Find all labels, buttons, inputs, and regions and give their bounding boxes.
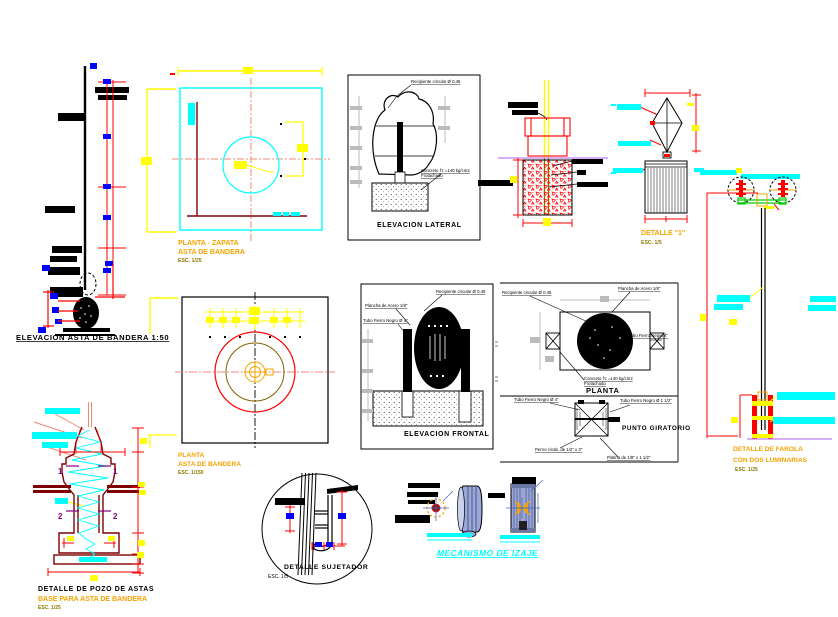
flag-elevation-title: ELEVACION ASTA DE BANDERA 1:50 (16, 333, 169, 342)
pozo-subtitle: BASE PARA ASTA DE BANDERA (38, 596, 147, 603)
punto-label-tubo4: Tubo Fierro Negro Ø 4" (514, 397, 559, 402)
panel-pozo-detail: 1 1 2 2 DETALLE DE POZO DE AST (32, 402, 177, 611)
farola-scale: ESC. 1/25 (735, 467, 758, 473)
flag-pole-drawing (38, 63, 178, 336)
recplan-label-plancha: Plancha de Acero 1/8" (618, 286, 661, 291)
receptacle-side-view (350, 84, 450, 212)
lamp-post (760, 208, 766, 430)
pulley-axle (423, 490, 454, 521)
farola-subtitle: CON DOS LUMINARIAS (733, 457, 808, 464)
recplan-title: PLANTA (586, 386, 619, 395)
note-blob (273, 212, 300, 216)
sujetador-scale: ESC. 1/5 (268, 574, 288, 580)
flag-plan-title: PLANTA (178, 452, 204, 459)
punto-title: PUNTO GIRATORIO (622, 425, 691, 432)
ground-bar (478, 180, 513, 186)
frontal-title: ELEVACION FRONTAL (404, 431, 490, 438)
pulley-side-view (457, 485, 483, 538)
zapata-subtitle: ASTA DE BANDERA (178, 249, 245, 256)
zapata-drawing (170, 67, 330, 242)
finial-kite (650, 97, 683, 159)
izaje-labels-left (395, 483, 440, 523)
panel-lateral-elevation: Recipiente circular Ø 0.45 Concreto f'c … (347, 74, 513, 241)
panel-receptacle-plan: Recipiente circular Ø 0.45 Plancha de Ac… (500, 282, 690, 463)
receptacle-front-view (362, 294, 498, 427)
punto-label-tubo15: Tubo Fierro Negro Ø 1 1/2" (620, 398, 672, 403)
flag-plan-scale: ESC. 1/150 (178, 470, 204, 476)
concrete-block (522, 159, 573, 216)
pozo-title: DETALLE DE POZO DE ASTAS (38, 586, 154, 593)
panel-zapata-plan: PLANTA - ZAPATA ASTA DE BANDERA ESC. 1/2… (170, 67, 330, 264)
recplan-label-concreto2: Frotachado (584, 381, 606, 386)
luminaire-left (727, 176, 755, 204)
frontal-label-tubo: Tubo Fierro Negro Ø 4" (363, 318, 408, 323)
luminaire-right (769, 176, 797, 204)
punto-label-platina: Platina de 1/8" x 1 1/2" (607, 455, 651, 460)
svg-text:1: 1 (58, 467, 63, 476)
panel-frontal-elevation: Plancha de Acero 1/8" Tubo Fierro Negro … (360, 283, 498, 450)
lamp-arms (737, 197, 787, 205)
detail1-scale: ESC. 1/5 (641, 240, 662, 246)
sujetador-title: DETALLE SUJETADOR (284, 564, 368, 571)
sujetador-drawing (275, 472, 358, 576)
svg-text:2: 2 (113, 512, 118, 521)
pozo-scale: ESC. 1/25 (38, 605, 61, 611)
panel-farola: DETALLE DE FAROLA CON DOS LUMINARIAS ESC… (700, 168, 836, 473)
pulley-front-view (506, 479, 544, 533)
frontal-label-plancha: Plancha de Acero 1/8" (365, 303, 408, 308)
lateral-label-concreto: Concreto f'c =140 kg/cm2 (421, 168, 470, 173)
pole-section (244, 361, 274, 383)
panel-izaje: MECANISMO DE IZAJE (395, 477, 544, 558)
panel-flag-elevation: ELEVACION ASTA DE BANDERA 1:50 (16, 63, 178, 342)
zapata-scale: ESC. 1/25 (178, 258, 202, 264)
foundation-labels (572, 159, 608, 187)
finial-cylinder (644, 160, 688, 214)
zapata-title: PLANTA - ZAPATA (178, 240, 239, 247)
panel-foundation-detail (498, 80, 616, 227)
svg-text:1: 1 (113, 467, 118, 476)
punto-giratorio-drawing (549, 400, 631, 458)
lateral-label-concreto2: Frotachado (421, 173, 443, 178)
section-markers: 1 1 2 2 (58, 465, 118, 521)
pozo-outline (53, 426, 141, 565)
lateral-label-recipiente: Recipiente circular Ø 0.45 (411, 79, 461, 84)
farola-title: DETALLE DE FAROLA (733, 446, 803, 453)
lateral-title: ELEVACION LATERAL (377, 222, 462, 229)
recplan-label-concreto: Concreto f'c =140 kg/cm2 (584, 376, 633, 381)
izaje-labels-right (488, 477, 536, 498)
punto-label-perno: Perno c/cab. de 1/2" x 3" (535, 447, 583, 452)
recplan-label-recipiente: Recipiente circular Ø 0.45 (502, 290, 552, 295)
recplan-label-tubo: Tubo Fierro Negro 4" (628, 333, 669, 338)
flag-plan-subtitle: ASTA DE BANDERA (178, 461, 241, 468)
detail1-title: DETALLE "1" (641, 230, 685, 237)
frontal-label-recipiente: Recipiente circular Ø 0.45 (436, 289, 486, 294)
pedestal-cap (524, 117, 571, 157)
panel-detail-1: DETALLE "1" ESC. 1/5 (613, 89, 704, 246)
izaje-title: MECANISMO DE IZAJE (437, 548, 538, 558)
detail1-labels (613, 104, 651, 173)
post-base (752, 391, 773, 439)
panel-sujetador: DETALLE SUJETADOR ESC. 1/5 (261, 472, 373, 585)
svg-text:2: 2 (58, 512, 63, 521)
pozo-labels (32, 408, 80, 504)
panel-flag-plan: PLANTA ASTA DE BANDERA ESC. 1/150 (175, 292, 335, 476)
receptacle-top-view (529, 291, 665, 381)
